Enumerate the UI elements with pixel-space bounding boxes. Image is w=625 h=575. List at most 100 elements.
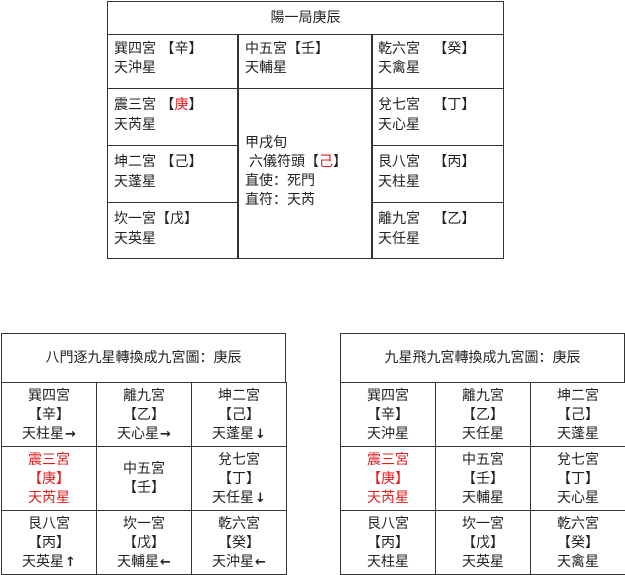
fu-tou-stem: 己 <box>319 154 333 170</box>
grid-palace-cell: 中五宮【壬】 <box>96 446 192 511</box>
palace-name: 兌七宮 <box>557 452 599 468</box>
palace-name: 巽四宮 <box>114 41 156 57</box>
stem-highlight: 庚 <box>174 97 189 113</box>
star: 天心星 <box>557 490 599 506</box>
top-chart-title-box: 陽一局庚辰 <box>107 1 504 35</box>
stem: 【辛】 <box>28 407 70 423</box>
arrow-right-icon: → <box>160 427 171 442</box>
stem: 【丁】 <box>218 471 260 487</box>
arrow-left-icon: ← <box>160 555 171 570</box>
grid-palace-cell: 離九宮【乙】天心星→ <box>96 382 192 447</box>
palace-name: 坤二宮 <box>557 388 599 404</box>
palace-name: 乾六宮 <box>557 516 599 532</box>
top-chart-title: 陽一局庚辰 <box>270 10 341 26</box>
star: 天蓬星 <box>114 174 156 190</box>
stem: 【癸】 <box>218 535 260 551</box>
stem: 【己】 <box>557 407 599 423</box>
palace-name: 坎一宮 <box>123 516 165 532</box>
palace-name: 乾六宮 <box>218 516 260 532</box>
star: 天任星 <box>378 231 420 247</box>
palace-name: 震三宮 <box>28 452 70 468</box>
star: 天芮星 <box>114 117 156 133</box>
arrow-down-icon: ↓ <box>255 491 266 506</box>
stem-bracket: 【 <box>160 97 175 113</box>
palace-name: 艮八宮 <box>367 516 409 532</box>
grid-palace-cell: 坎一宮【戊】天輔星← <box>96 510 192 575</box>
palace-name: 艮八宮 <box>28 516 70 532</box>
grid-palace-cell: 巽四宮【辛】天沖星 <box>340 382 436 447</box>
arrow-left-icon: ← <box>255 555 266 570</box>
stem-bracket: 】 <box>333 154 347 170</box>
palace-name: 離九宮 <box>378 211 420 227</box>
grid-bamen: 八門逐九星轉換成九宮圖：庚辰巽四宮【辛】天柱星→離九宮【乙】天心星→坤二宮【己】… <box>1 333 287 575</box>
star: 天心星 <box>378 117 420 133</box>
grid-palace-cell: 乾六宮【癸】天禽星 <box>530 510 625 575</box>
stem: 【壬】 <box>462 471 504 487</box>
grid-palace-cell: 震三宮【庚】天芮星 <box>340 446 436 511</box>
palace-name: 坎一宮 <box>462 516 504 532</box>
palace-kun2: 坤二宮 【己】 天蓬星 <box>107 145 238 203</box>
palace-zhen3: 震三宮 【庚】 天芮星 <box>107 88 238 146</box>
palace-name: 離九宮 <box>123 388 165 404</box>
grid-palace-cell: 震三宮【庚】天芮星 <box>1 446 97 511</box>
stem: 【庚】 <box>367 471 409 487</box>
star: 天禽星 <box>557 554 599 570</box>
palace-name: 震三宮 <box>114 97 156 113</box>
star: 天蓬星 <box>557 426 599 442</box>
stem-bracket: 【 <box>305 154 319 170</box>
stem: 【乙】 <box>462 407 504 423</box>
stem: 【戊】 <box>462 535 504 551</box>
palace-kan1: 坎一宮【戊】 天英星 <box>107 202 238 259</box>
palace-name: 艮八宮 <box>378 154 420 170</box>
palace-name: 兌七宮 <box>378 97 420 113</box>
arrow-right-icon: → <box>65 427 76 442</box>
stem: 【丙】 <box>433 154 476 170</box>
stem-bracket: 】 <box>188 97 203 113</box>
grid-palace-cell: 兌七宮【丁】天心星 <box>530 446 625 511</box>
stem: 【乙】 <box>433 211 476 227</box>
palace-name: 中五宮 <box>462 452 504 468</box>
grid-palace-cell: 離九宮【乙】天任星 <box>435 382 531 447</box>
grid-jiuxing: 九星飛九宮轉換成九宮圖：庚辰巽四宮【辛】天沖星離九宮【乙】天任星坤二宮【己】天蓬… <box>340 333 625 575</box>
palace-name: 巽四宮 <box>367 388 409 404</box>
stem: 【癸】 <box>433 41 476 57</box>
palace-name: 兌七宮 <box>218 452 260 468</box>
zhi-shi: 直使：死門 <box>245 173 315 189</box>
star: 天沖星 <box>114 60 156 76</box>
palace-name: 中五宮 <box>123 461 165 477</box>
palace-gen8: 艮八宮 【丙】 天柱星 <box>372 145 504 203</box>
star: 天任星 <box>212 490 255 506</box>
palace-name: 坤二宮 <box>114 154 156 170</box>
palace-name: 震三宮 <box>367 452 409 468</box>
star: 天英星 <box>462 554 504 570</box>
grid-palace-cell: 乾六宮【癸】天沖星← <box>191 510 287 575</box>
palace-li9: 離九宮 【乙】 天任星 <box>372 202 504 259</box>
star: 天英星 <box>22 554 65 570</box>
grid-palace-cell: 巽四宮【辛】天柱星→ <box>1 382 97 447</box>
palace-dui7: 兌七宮 【丁】 天心星 <box>372 88 504 146</box>
star: 天輔星 <box>245 60 287 76</box>
star: 天沖星 <box>367 426 409 442</box>
stem: 【辛】 <box>160 41 203 57</box>
grid-palace-cell: 艮八宮【丙】天英星↑ <box>1 510 97 575</box>
stem: 【丙】 <box>367 535 409 551</box>
stem: 【戊】 <box>123 535 165 551</box>
stem: 【癸】 <box>557 535 599 551</box>
star: 天沖星 <box>212 554 255 570</box>
palace-name: 坤二宮 <box>218 388 260 404</box>
stem: 【乙】 <box>123 407 165 423</box>
star: 天柱星 <box>22 426 65 442</box>
stem: 【辛】 <box>367 407 409 423</box>
star: 天任星 <box>462 426 504 442</box>
palace-name: 中五宮 <box>245 41 287 57</box>
grid-palace-cell: 坤二宮【己】天蓬星↓ <box>191 382 287 447</box>
palace-xun4: 巽四宮 【辛】 天沖星 <box>107 34 238 89</box>
grid-palace-cell: 兌七宮【丁】天任星↓ <box>191 446 287 511</box>
palace-name: 巽四宮 <box>28 388 70 404</box>
star: 天芮星 <box>28 490 70 506</box>
stem: 【庚】 <box>28 471 70 487</box>
palace-name: 坎一宮 <box>114 211 156 227</box>
star: 天柱星 <box>367 554 409 570</box>
stem: 【壬】 <box>123 480 165 496</box>
palace-name: 乾六宮 <box>378 41 420 57</box>
